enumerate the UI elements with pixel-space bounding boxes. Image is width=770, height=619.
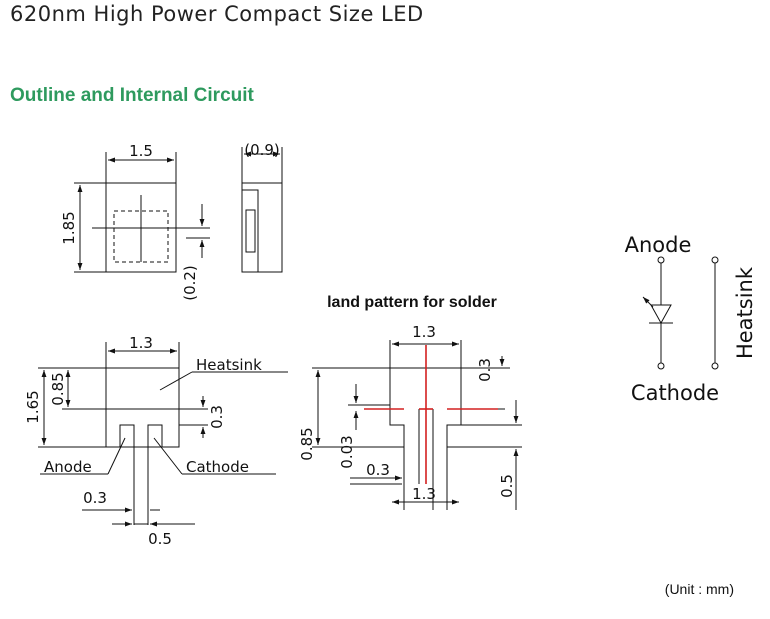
led-diode-icon (650, 304, 672, 325)
land-top-width-label: 1.3 (412, 323, 436, 341)
pad-width-label: 0.3 (83, 489, 107, 507)
circuit-heatsink-label: Heatsink (733, 266, 757, 359)
unit-note: (Unit : mm) (664, 581, 734, 597)
anode-pad (119, 424, 135, 448)
land-top-height-label: 0.3 (476, 358, 494, 382)
anode-terminal (657, 256, 665, 264)
cathode-terminal (657, 362, 665, 370)
side-view (241, 147, 283, 273)
side-thickness-label: (0.9) (244, 141, 280, 159)
side-view-body (241, 182, 283, 273)
bottom-gap-label: 0.3 (208, 405, 226, 429)
bottom-heatsink-height-label: 0.85 (49, 372, 67, 405)
heatsink-terminal-bottom (711, 362, 719, 370)
circuit-cathode-label: Cathode (631, 381, 719, 405)
heatsink-callout: Heatsink (196, 356, 262, 374)
cathode-pad (147, 424, 163, 448)
land-pad-width-label: 0.3 (366, 461, 390, 479)
land-bottom-width-label: 1.3 (412, 485, 436, 503)
bottom-total-height-label: 1.65 (24, 390, 42, 423)
bottom-width-label: 1.3 (129, 334, 153, 352)
top-height-label: 1.85 (60, 211, 78, 244)
bottom-view (38, 342, 288, 527)
cathode-callout: Cathode (186, 458, 249, 476)
section-title: Outline and Internal Circuit (10, 85, 254, 106)
land-pad-height-label: 0.5 (498, 474, 516, 498)
top-width-label: 1.5 (129, 142, 153, 160)
top-offset-label: (0.2) (181, 265, 199, 301)
heatsink-terminal-top (711, 256, 719, 264)
circuit-anode-label: Anode (625, 233, 692, 257)
page-title: 620nm High Power Compact Size LED (10, 2, 424, 26)
land-pattern (312, 340, 522, 510)
bottom-view-body (105, 367, 180, 448)
emission-arrow-icon (642, 296, 654, 308)
land-pattern-centerlines (364, 345, 498, 484)
land-gap-label: 0.03 (338, 435, 356, 468)
anode-callout: Anode (44, 458, 92, 476)
land-pattern-title: land pattern for solder (327, 294, 497, 311)
top-view-die (113, 210, 169, 263)
pad-pitch-label: 0.5 (148, 530, 172, 548)
top-view (74, 152, 210, 273)
internal-circuit (642, 256, 719, 370)
land-height-label: 0.85 (298, 427, 316, 460)
